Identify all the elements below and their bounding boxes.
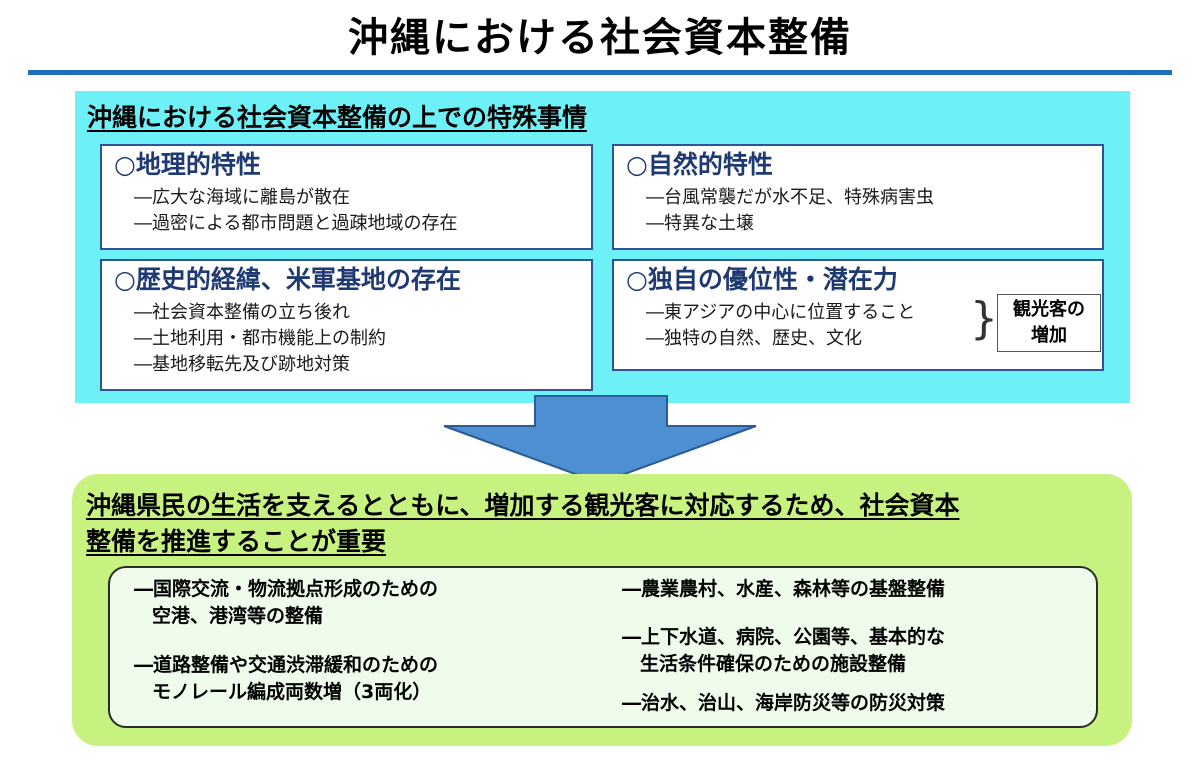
- conclusion-line: 沖縄県民の生活を支えるとともに、増加する観光客に対応するため、社会資本: [86, 491, 960, 520]
- natural-title: ○自然的特性: [626, 150, 773, 179]
- down-arrow-icon: [443, 395, 757, 485]
- historical-item: ―社会資本整備の立ち後れ: [134, 302, 350, 323]
- measure-text: 生活条件確保のための施設整備: [640, 653, 907, 675]
- conclusion-heading: 沖縄県民の生活を支えるとともに、増加する観光客に対応するため、社会資本 整備を推…: [86, 488, 1116, 560]
- measures-box: ―国際交流・物流拠点形成のための 空港、港湾等の整備 ―道路整備や交通渋滞緩和の…: [108, 566, 1098, 728]
- tourist-increase-line1: 観光客の: [1013, 299, 1085, 320]
- measure-text: ―農業農村、水産、森林等の基盤整備: [622, 578, 946, 600]
- measure-text: ―国際交流・物流拠点形成のための: [134, 578, 439, 600]
- title-divider: [28, 70, 1172, 75]
- advantage-box: ○独自の優位性・潜在力 ―東アジアの中心に位置すること ―独特の自然、歴史、文化…: [612, 259, 1104, 371]
- historical-item: ―土地利用・都市機能上の制約: [134, 328, 386, 349]
- historical-box: ○歴史的経緯、米軍基地の存在 ―社会資本整備の立ち後れ ―土地利用・都市機能上の…: [100, 259, 593, 391]
- measure-item: ―上下水道、病院、公園等、基本的な 生活条件確保のための施設整備: [622, 624, 945, 678]
- advantage-title: ○独自の優位性・潜在力: [626, 265, 898, 294]
- advantage-item: ―独特の自然、歴史、文化: [646, 328, 862, 349]
- measure-text: モノレール編成両数増（3両化）: [152, 681, 432, 703]
- historical-title: ○歴史的経緯、米軍基地の存在: [114, 265, 461, 294]
- measure-item: ―治水、治山、海岸防災等の防災対策: [622, 690, 945, 717]
- measure-item: ―国際交流・物流拠点形成のための 空港、港湾等の整備: [134, 576, 438, 630]
- measure-text: ―治水、治山、海岸防災等の防災対策: [622, 692, 946, 714]
- conclusion-panel: 沖縄県民の生活を支えるとともに、増加する観光客に対応するため、社会資本 整備を推…: [72, 474, 1132, 746]
- natural-box: ○自然的特性 ―台風常襲だが水不足、特殊病害虫 ―特異な土壌: [612, 144, 1104, 250]
- brace-icon: }: [970, 293, 998, 344]
- measure-text: ―上下水道、病院、公園等、基本的な: [622, 626, 946, 648]
- geographic-title: ○地理的特性: [114, 150, 261, 179]
- tourist-increase-line2: 増加: [1031, 325, 1067, 346]
- natural-item: ―台風常襲だが水不足、特殊病害虫: [646, 187, 934, 208]
- historical-item: ―基地移転先及び跡地対策: [134, 354, 350, 375]
- geographic-box: ○地理的特性 ―広大な海域に離島が散在 ―過密による都市問題と過疎地域の存在: [100, 144, 593, 250]
- natural-item: ―特異な土壌: [646, 213, 754, 234]
- measure-item: ―農業農村、水産、森林等の基盤整備: [622, 576, 945, 603]
- page-title: 沖縄における社会資本整備: [348, 15, 852, 61]
- measure-item: ―道路整備や交通渋滞緩和のための モノレール編成両数増（3両化）: [134, 652, 438, 706]
- geographic-item: ―過密による都市問題と過疎地域の存在: [134, 213, 458, 234]
- geographic-item: ―広大な海域に離島が散在: [134, 187, 350, 208]
- advantage-item: ―東アジアの中心に位置すること: [646, 302, 916, 323]
- conclusion-line: 整備を推進することが重要: [86, 527, 387, 556]
- measure-text: 空港、港湾等の整備: [152, 605, 324, 627]
- circumstances-heading: 沖縄における社会資本整備の上での特殊事情: [87, 103, 588, 132]
- measure-text: ―道路整備や交通渋滞緩和のための: [134, 654, 439, 676]
- circumstances-panel: 沖縄における社会資本整備の上での特殊事情 ○地理的特性 ―広大な海域に離島が散在…: [75, 91, 1130, 403]
- tourist-increase-box: 観光客の 増加: [997, 294, 1101, 352]
